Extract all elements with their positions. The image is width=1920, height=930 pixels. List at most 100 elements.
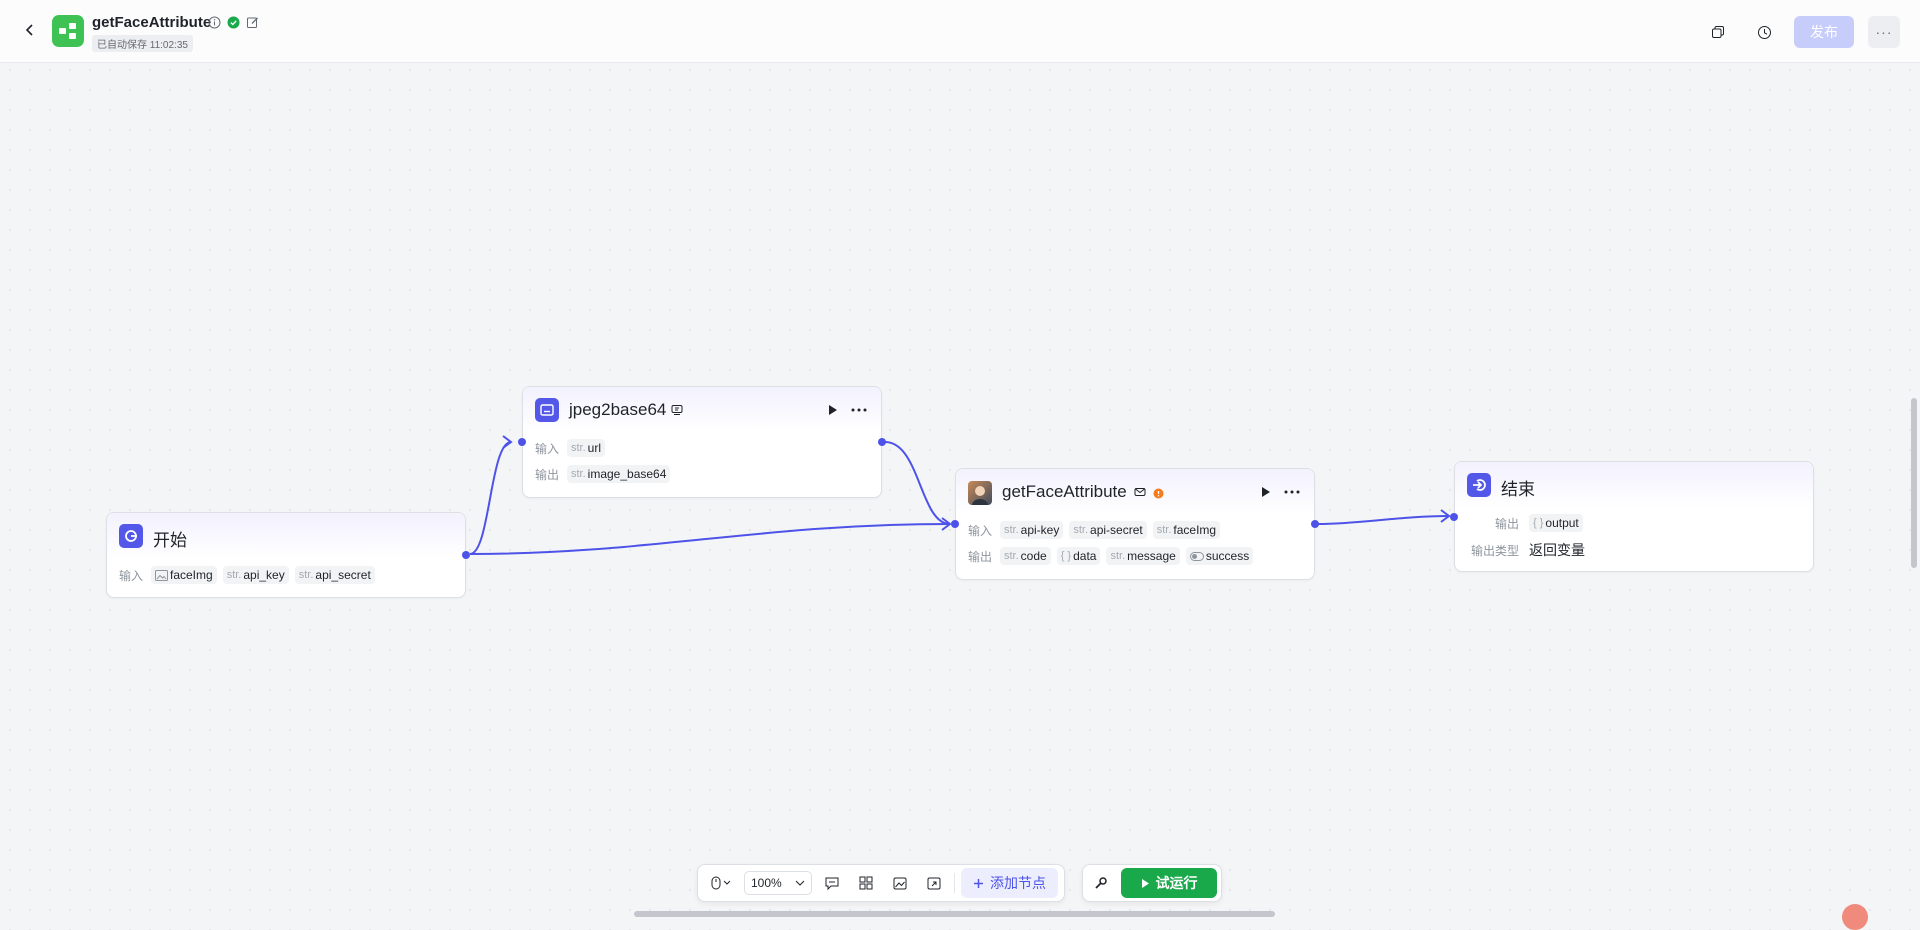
- horizontal-scrollbar[interactable]: [634, 911, 1275, 917]
- param-tag: str.api_secret: [294, 566, 375, 584]
- top-bar: getFaceAttribute 已自动保存 11:02:35 发布 ···: [0, 0, 1920, 63]
- node-title: getFaceAttribute: [1002, 482, 1127, 501]
- edge-jpeg-to-face: [884, 441, 951, 525]
- workflow-app-icon: [52, 15, 84, 47]
- canvas-toolbar: 100% 添加节点: [697, 864, 1065, 902]
- layout-icon[interactable]: [852, 869, 880, 897]
- node-title: jpeg2base64: [569, 400, 667, 419]
- input-port[interactable]: [951, 520, 959, 528]
- vertical-scrollbar[interactable]: [1911, 398, 1917, 568]
- param-tag: str.code: [1000, 547, 1051, 565]
- getfaceattribute-node[interactable]: getFaceAttribute 输入 str.api-key str.api-…: [951, 468, 1319, 580]
- chevron-down-icon: [795, 880, 805, 886]
- node-header: getFaceAttribute: [956, 469, 1314, 515]
- node-more-icon[interactable]: [849, 400, 869, 420]
- more-options-button[interactable]: ···: [1868, 16, 1900, 48]
- input-port[interactable]: [1450, 513, 1458, 521]
- param-tag: str.faceImg: [1152, 521, 1221, 539]
- divider: [954, 873, 955, 893]
- autosave-status: 已自动保存 11:02:35: [92, 35, 193, 52]
- input-row: 输入 str.url: [535, 439, 606, 457]
- info-icon[interactable]: [208, 16, 221, 34]
- wrench-icon[interactable]: [1087, 869, 1115, 897]
- assistant-avatar[interactable]: [1842, 904, 1868, 930]
- param-tag: str.api-key: [1000, 521, 1064, 539]
- input-label: 输入: [968, 523, 993, 538]
- copy-icon[interactable]: [1702, 16, 1734, 48]
- param-tag: success: [1185, 547, 1254, 565]
- run-node-button[interactable]: [823, 400, 843, 420]
- end-icon: [1467, 473, 1491, 497]
- output-port[interactable]: [462, 551, 470, 559]
- minimap-icon[interactable]: [886, 869, 914, 897]
- output-port[interactable]: [878, 438, 886, 446]
- end-node[interactable]: 结束 输出 { }output 输出类型 返回变量: [1450, 461, 1814, 572]
- mouse-mode-icon[interactable]: [704, 869, 738, 897]
- input-label: 输入: [119, 568, 144, 583]
- add-node-button[interactable]: 添加节点: [961, 868, 1058, 898]
- output-row: 输出 { }output: [1467, 514, 1583, 532]
- add-node-label: 添加节点: [990, 875, 1046, 891]
- input-label: 输入: [535, 441, 560, 456]
- edit-icon[interactable]: [246, 16, 259, 34]
- zoom-value: 100%: [751, 876, 782, 890]
- param-tag: str.api-secret: [1069, 521, 1147, 539]
- publish-button[interactable]: 发布: [1794, 16, 1854, 48]
- workflow-title: getFaceAttribute: [92, 14, 212, 31]
- image-type-icon: [155, 569, 168, 581]
- node-title: 结束: [1501, 480, 1535, 499]
- node-header: 开始: [107, 513, 465, 559]
- warning-dot-icon: [1153, 486, 1164, 504]
- param-tag: str.message: [1106, 547, 1180, 565]
- edge-start-to-jpeg: [469, 441, 512, 555]
- plugin-avatar-icon: [968, 481, 992, 505]
- arrow-head: [1440, 509, 1451, 523]
- node-title: 开始: [153, 531, 187, 550]
- input-row: 输入 faceImg str.api_key str.api_secret: [119, 566, 375, 584]
- param-tag: str.image_base64: [567, 465, 671, 483]
- output-port[interactable]: [1311, 520, 1319, 528]
- test-run-label: 试运行: [1155, 875, 1198, 891]
- play-icon: [1141, 878, 1149, 888]
- run-toolbar: 试运行: [1082, 864, 1222, 902]
- boolean-toggle-icon: [1189, 551, 1204, 561]
- output-type-row: 输出类型 返回变量: [1467, 540, 1585, 560]
- start-node[interactable]: 开始 输入 faceImg str.api_key str.api_secret: [106, 512, 470, 598]
- param-tag: { }output: [1529, 514, 1583, 532]
- back-arrow-icon[interactable]: [20, 20, 40, 40]
- node-header: 结束: [1455, 462, 1813, 508]
- run-node-button[interactable]: [1256, 482, 1276, 502]
- param-tag: str.api_key: [222, 566, 289, 584]
- node-more-icon[interactable]: [1282, 482, 1302, 502]
- test-run-button[interactable]: 试运行: [1121, 868, 1217, 898]
- history-icon[interactable]: [1748, 16, 1780, 48]
- fit-view-icon[interactable]: [920, 869, 948, 897]
- output-row: 输出 str.code { }data str.message success: [968, 547, 1254, 565]
- image-plugin-icon: [535, 398, 559, 422]
- edge-start-to-face: [469, 523, 951, 555]
- input-row: 输入 str.api-key str.api-secret str.faceIm…: [968, 521, 1221, 539]
- node-header: jpeg2base64: [523, 387, 881, 433]
- plugin-badge-icon: [1134, 485, 1146, 503]
- param-tag: { }data: [1056, 547, 1101, 565]
- param-tag: faceImg: [151, 566, 217, 584]
- edge-face-to-end: [1317, 515, 1450, 525]
- output-type-value: 返回变量: [1529, 542, 1585, 558]
- start-icon: [119, 524, 143, 548]
- input-port[interactable]: [518, 438, 526, 446]
- arrow-head: [502, 435, 513, 449]
- output-label: 输出: [968, 549, 993, 564]
- arrow-head: [941, 517, 952, 531]
- plus-icon: [974, 878, 983, 888]
- output-row: 输出 str.image_base64: [535, 465, 671, 483]
- comment-icon[interactable]: [818, 869, 846, 897]
- zoom-select[interactable]: 100%: [744, 871, 812, 895]
- plugin-badge-icon: [671, 403, 683, 421]
- output-label: 输出: [1494, 516, 1519, 531]
- verified-check-icon: [227, 16, 240, 34]
- output-type-label: 输出类型: [1470, 543, 1519, 558]
- param-tag: str.url: [567, 439, 606, 457]
- output-label: 输出: [535, 467, 560, 482]
- jpeg2base64-node[interactable]: jpeg2base64 输入 str.url 输出 str.image_base…: [518, 386, 886, 498]
